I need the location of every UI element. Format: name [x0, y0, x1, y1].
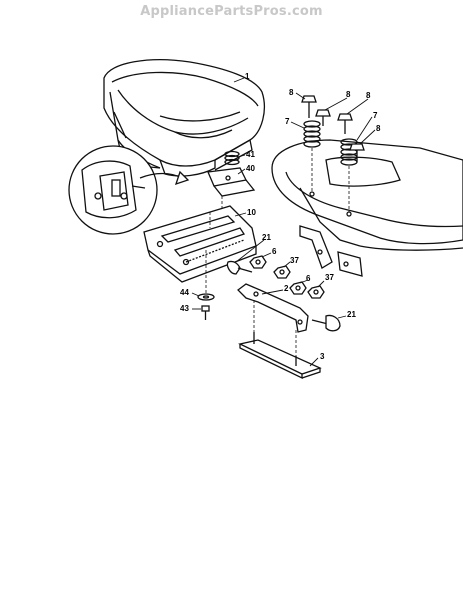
nut-6-right	[289, 281, 307, 295]
spring-7-right	[340, 138, 358, 166]
site-watermark: AppliancePartsPros.com	[140, 4, 323, 19]
detail-inset	[68, 145, 190, 235]
hinge-bracket-40	[207, 167, 256, 197]
callout-10: 10	[247, 208, 256, 217]
callout-2: 2	[284, 284, 289, 293]
callout-3: 3	[320, 352, 325, 361]
bolt-21-right	[311, 314, 341, 332]
callout-8-a: 8	[289, 88, 294, 97]
washer-44	[197, 293, 215, 301]
seat-pan-10	[143, 205, 257, 283]
callout-37-left: 37	[290, 256, 299, 265]
callout-43: 43	[180, 304, 189, 313]
callout-6-left: 6	[272, 247, 277, 256]
screw-43	[201, 305, 210, 320]
callout-7-a: 7	[285, 117, 290, 126]
callout-7-b: 7	[373, 111, 378, 120]
callout-40: 40	[246, 164, 255, 173]
callout-8-b: 8	[346, 90, 351, 99]
spring-7-left	[303, 120, 321, 148]
callout-21-right: 21	[347, 310, 356, 319]
leader-lines	[191, 77, 376, 367]
bolt-21-left	[226, 260, 253, 275]
bolt-8-b	[315, 109, 331, 126]
slide-plate-3	[238, 332, 322, 380]
callout-21-left: 21	[262, 233, 271, 242]
callout-6-right: 6	[306, 274, 311, 283]
callout-41: 41	[246, 150, 255, 159]
nut-37-left	[273, 265, 291, 279]
bolt-8-d	[349, 143, 365, 162]
nut-6-left	[249, 255, 267, 269]
callout-44: 44	[180, 288, 189, 297]
frame-bracket	[299, 225, 363, 277]
bolt-8-a	[301, 95, 317, 118]
nut-37-right	[307, 285, 325, 299]
callout-37-right: 37	[325, 273, 334, 282]
callout-1: 1	[245, 72, 250, 81]
tractor-frame	[271, 139, 463, 251]
spring-41	[224, 150, 240, 166]
bolt-8-c	[337, 113, 353, 134]
callout-8-c: 8	[366, 91, 371, 100]
callout-labels: 1 8 8 8 8 7 7 41 40 10 21 6 37 44 2 6 37…	[180, 72, 381, 361]
callout-8-d: 8	[376, 124, 381, 133]
